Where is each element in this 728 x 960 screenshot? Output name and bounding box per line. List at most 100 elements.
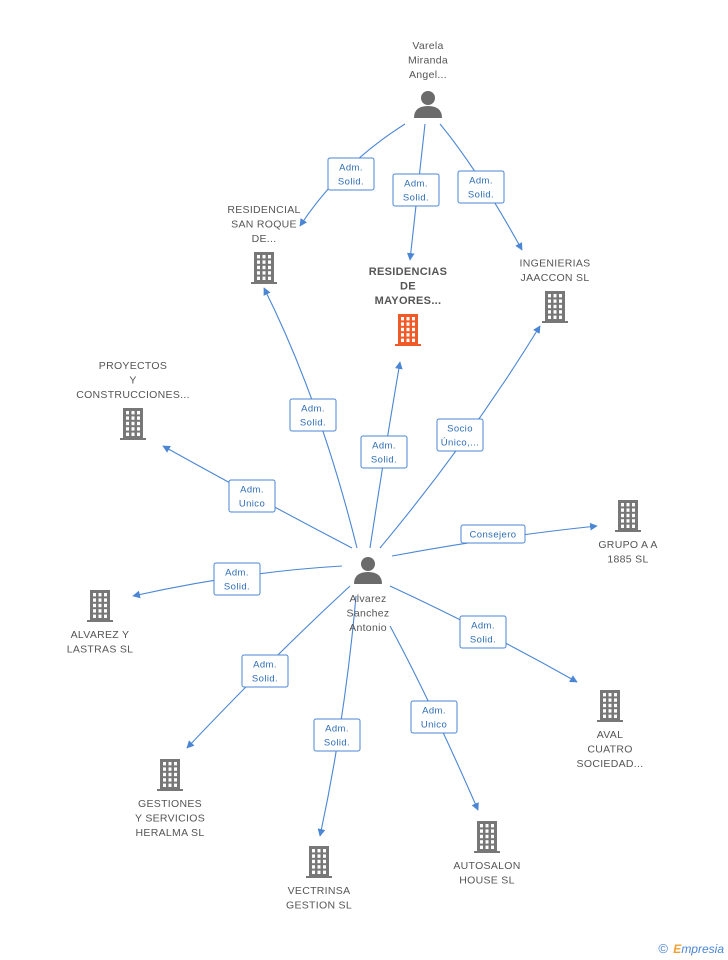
edge-label-box [436, 418, 484, 452]
edge-label-text: Único,... [441, 438, 479, 449]
brand-logo[interactable]: Empresia [673, 942, 724, 956]
edge-label-text: Solid. [468, 190, 494, 201]
node-label: PROYECTOS [99, 360, 167, 372]
node-label: AUTOSALON [453, 860, 520, 872]
edge-label-text: Socio [447, 424, 473, 435]
node-label: MAYORES... [375, 295, 442, 307]
node-label: Antonio [349, 622, 387, 634]
edge-label-text: Solid. [300, 418, 326, 429]
edge-label-alvarez-proyectos[interactable]: Adm.Unico [228, 479, 276, 513]
edge-label-alvarez-lastras[interactable]: Adm.Solid. [213, 562, 261, 596]
edge-label-alvarez-autosalon[interactable]: Adm. Unico [410, 700, 458, 734]
edge-label-alvarez-aval[interactable]: Adm. Solid. [459, 615, 507, 649]
node-label: ALVAREZ Y [71, 629, 130, 641]
edge-label-alvarez-ingenierias[interactable]: SocioÚnico,... [436, 418, 484, 452]
edge-label-text: Adm. [469, 176, 493, 187]
building-icon [157, 759, 183, 791]
building-icon [474, 821, 500, 853]
building-icon [306, 846, 332, 878]
edge-label-text: Unico [421, 720, 447, 731]
node-residencias[interactable]: RESIDENCIAS DE MAYORES... [369, 266, 447, 346]
node-label: Angel... [409, 69, 447, 81]
edge-label-text: Solid. [252, 674, 278, 685]
node-label: HOUSE SL [459, 875, 515, 887]
node-label: SOCIEDAD... [577, 758, 644, 770]
node-label: AVAL [597, 729, 624, 741]
edge-label-box [327, 157, 375, 191]
edge-label-text: Unico [239, 499, 265, 510]
edge-label-box [313, 718, 361, 752]
node-label: LASTRAS SL [67, 644, 134, 656]
edge-label-text: Adm. [471, 621, 495, 632]
node-label: GESTIONES [138, 798, 202, 810]
node-label: Miranda [408, 55, 448, 67]
edge-label-varela-residencial[interactable]: Adm.Solid. [327, 157, 375, 191]
edge-label-alvarez-vectrinsa[interactable]: Adm. Solid. [313, 718, 361, 752]
edge-label-text: Adm. [253, 660, 277, 671]
node-label: Alvarez [349, 593, 386, 605]
edge-alvarez-vectrinsa [317, 595, 357, 837]
edge-label-box [228, 479, 276, 513]
edge-label-text: Adm. [404, 179, 428, 190]
node-label: Y SERVICIOS [135, 813, 205, 825]
building-icon [615, 500, 641, 532]
node-label: RESIDENCIAL [227, 204, 300, 216]
edge-label-box [460, 524, 526, 544]
edges-layer [132, 123, 598, 837]
node-label: VECTRINSA [288, 885, 351, 897]
brand-initial: E [673, 942, 682, 956]
edge-label-text: Solid. [224, 582, 250, 593]
copyright-icon: © [658, 941, 668, 956]
edge-label-box [459, 615, 507, 649]
building-icon [251, 252, 277, 284]
edge-labels-layer: Adm. Solid. Adm. Solid. Adm. Solid. Adm. Solid.… [213, 157, 526, 752]
edge-label-box [410, 700, 458, 734]
edge-label-text: Solid. [338, 177, 364, 188]
node-autosalon[interactable]: AUTOSALON HOUSE SL [453, 821, 520, 887]
edge-label-text: Adm. [301, 404, 325, 415]
edge-label-text: Adm. [325, 724, 349, 735]
edge-label-box [289, 398, 337, 432]
building-icon [395, 314, 421, 346]
edge-label-alvarez-residencial[interactable]: Adm. Solid. [289, 398, 337, 432]
node-label: DE [400, 281, 416, 293]
node-label: GESTION SL [286, 900, 352, 912]
edge-label-alvarez-residencias[interactable]: Adm. Solid. [360, 435, 408, 469]
node-label: Varela [412, 40, 443, 52]
edge-label-text: Solid. [470, 635, 496, 646]
edge-label-text: Consejero [470, 530, 517, 541]
node-label: CONSTRUCCIONES... [76, 389, 190, 401]
edge-label-text: Solid. [324, 738, 350, 749]
node-proyectos[interactable]: PROYECTOS Y CONSTRUCCIONES... [76, 360, 190, 440]
building-icon [597, 690, 623, 722]
edge-label-text: Adm. [372, 441, 396, 452]
person-icon [354, 557, 382, 584]
node-label: Y [129, 375, 136, 387]
building-icon [120, 408, 146, 440]
building-icon [542, 291, 568, 323]
node-lastras[interactable]: ALVAREZ Y LASTRAS SL [67, 590, 134, 656]
node-varela[interactable]: VarelaMirandaAngel... [408, 40, 448, 118]
node-aval[interactable]: AVAL CUATRO SOCIEDAD... [577, 690, 644, 770]
node-label: CUATRO [587, 744, 632, 756]
footer-brand[interactable]: © Empresia [658, 941, 724, 956]
person-icon [414, 91, 442, 118]
edge-label-box [457, 170, 505, 204]
edge-label-varela-residencias[interactable]: Adm.Solid. [392, 173, 440, 207]
edge-label-box [213, 562, 261, 596]
edge-label-text: Solid. [371, 455, 397, 466]
node-label: SAN ROQUE [231, 219, 297, 231]
edge-label-varela-ingenierias[interactable]: Adm. Solid. [457, 170, 505, 204]
node-label: 1885 SL [607, 554, 648, 566]
node-vectrinsa[interactable]: VECTRINSA GESTION SL [286, 846, 352, 912]
node-label: JAACCON SL [521, 272, 590, 284]
edge-label-text: Adm. [422, 706, 446, 717]
edge-label-alvarez-gestiones[interactable]: Adm. Solid. [241, 654, 289, 688]
edge-label-alvarez-grupo[interactable]: Consejero [460, 524, 526, 544]
node-label: RESIDENCIAS [369, 266, 447, 278]
